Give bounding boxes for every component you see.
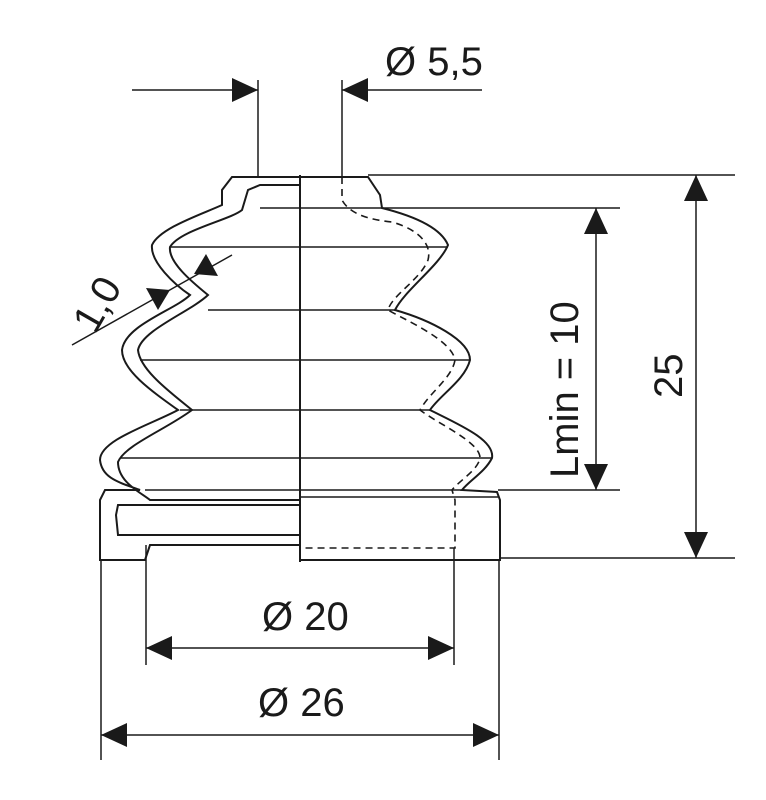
- arrowhead: [101, 723, 127, 747]
- arrowhead: [146, 636, 172, 660]
- arrowhead: [584, 208, 608, 234]
- dim-inner-diameter: Ø 20: [262, 595, 349, 639]
- bellows-section-wall: [98, 176, 301, 561]
- dim-wall-thickness: 1,0: [65, 269, 131, 339]
- dim-top-diameter: Ø 5,5: [385, 40, 483, 84]
- dim-total-height: 25: [647, 354, 691, 399]
- arrowhead: [146, 288, 170, 310]
- arrowhead: [232, 78, 258, 102]
- arrowhead: [342, 78, 368, 102]
- dim-outer-diameter: Ø 26: [258, 681, 345, 725]
- arrowhead: [428, 636, 454, 660]
- arrowhead: [194, 254, 218, 276]
- arrowhead: [584, 464, 608, 490]
- arrowhead: [684, 175, 708, 201]
- dim-min-length: Lmin = 10: [543, 301, 587, 478]
- arrowhead: [473, 723, 499, 747]
- hidden-inner-contour: [300, 177, 481, 549]
- bellows-exterior-view: [299, 176, 501, 561]
- arrowhead: [684, 532, 708, 558]
